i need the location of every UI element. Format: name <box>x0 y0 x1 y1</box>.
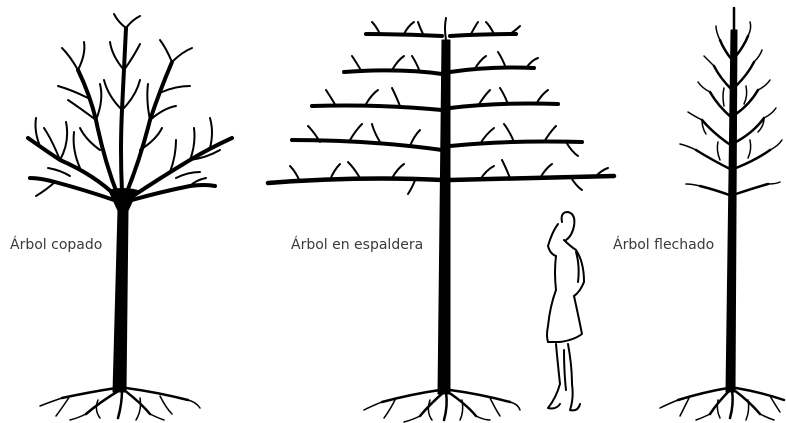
label-arbol-en-espaldera: Árbol en espaldera <box>289 237 425 253</box>
crowned-tree-icon <box>28 14 232 420</box>
label-arbol-copado: Árbol copado <box>8 237 104 253</box>
woman-figure-icon <box>547 212 584 410</box>
label-arbol-flechado: Árbol flechado <box>611 237 716 253</box>
arrow-tree-icon <box>660 8 784 420</box>
